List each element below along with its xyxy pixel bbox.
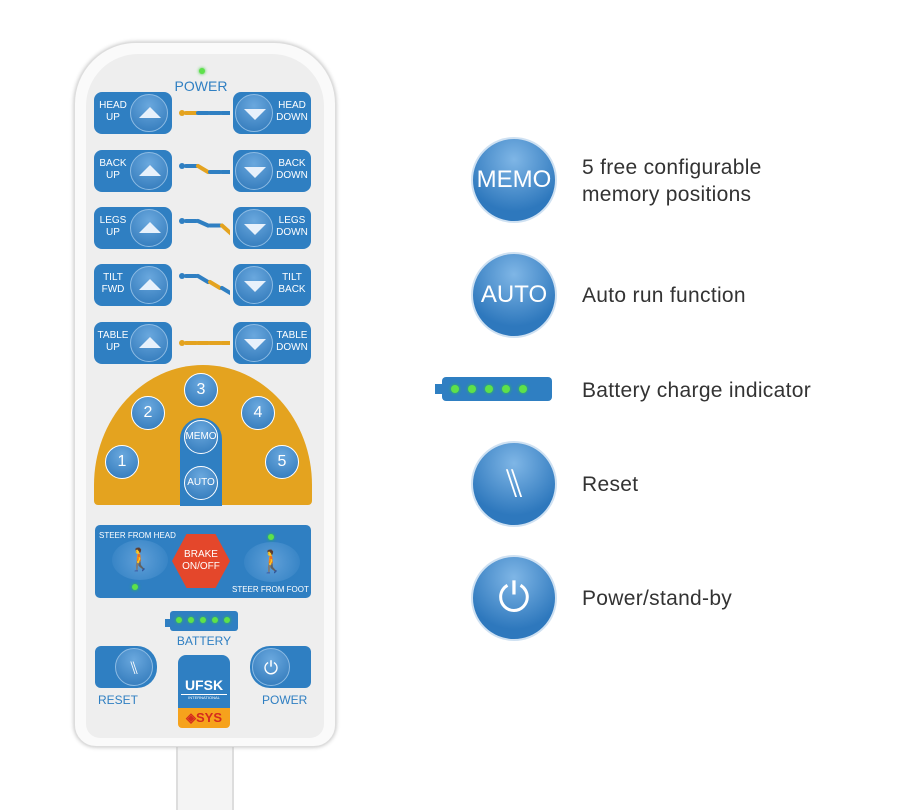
arrow-down-icon [244, 109, 266, 120]
legend-memo-text: 5 free configurable memory positions [582, 154, 762, 208]
power-led [199, 68, 205, 74]
arrow-down-icon [244, 339, 266, 350]
battery-led [188, 617, 194, 623]
legend-reset-icon: ⑊ [471, 441, 557, 527]
logo-sub: INTERNATIONAL [181, 694, 227, 700]
button-label: LEGS [278, 215, 306, 226]
ufsk-logo: UFSK INTERNATIONAL [178, 655, 230, 708]
power-button[interactable]: ⏻ [250, 646, 311, 688]
arrow-down-icon [244, 224, 266, 235]
brake-label: BRAKE [184, 549, 218, 560]
steer-from-foot-button[interactable]: 🚶 [244, 542, 300, 582]
arrow-up-icon [139, 165, 161, 176]
bed-position-icon [179, 163, 230, 174]
reset-button[interactable]: ⑊ [95, 646, 157, 688]
button-label: BACK [278, 158, 306, 169]
bed-position-icon [179, 340, 230, 346]
legend-power-icon: ⏻ [471, 555, 557, 641]
power-label-bottom: POWER [262, 693, 308, 707]
button-label: LEGS [99, 215, 127, 226]
brake-button[interactable]: BRAKE ON/OFF [172, 534, 230, 588]
steer-foot-led [268, 534, 274, 540]
button-label: TILT [282, 272, 302, 283]
arrow-up-icon [139, 279, 161, 290]
reset-seat-icon: ⑊ [115, 648, 153, 686]
button-label: BACK [99, 158, 127, 169]
arrow-up-icon [139, 337, 161, 348]
legend-auto-text: Auto run function [582, 284, 746, 307]
logo-brand: UFSK [184, 677, 224, 693]
arrow-up-icon [139, 107, 161, 118]
steer-from-head-button[interactable]: 🚶 [112, 540, 168, 580]
battery-indicator [170, 611, 238, 631]
logo-sys: SYS [195, 710, 222, 725]
steer-head-label: STEER FROM HEAD [99, 531, 176, 540]
bed-position-icon [179, 110, 230, 116]
walking-person-icon: 🚶 [258, 549, 286, 574]
power-label: POWER [174, 78, 228, 94]
memory-button-1[interactable]: 1 [105, 445, 139, 479]
button-label: BACK [278, 284, 306, 295]
button-label: DOWN [276, 112, 308, 123]
legend-battery-text: Battery charge indicator [582, 379, 811, 402]
button-label: DOWN [276, 227, 308, 238]
arrow-up-icon [139, 222, 161, 233]
memory-button-2[interactable]: 2 [131, 396, 165, 430]
legend-battery-tip [435, 384, 443, 394]
battery-led [212, 617, 218, 623]
button-label: FWD [101, 284, 125, 295]
battery-led [200, 617, 206, 623]
button-label: HEAD [278, 100, 306, 111]
auto-button[interactable]: AUTO [184, 466, 218, 500]
legend-battery-icon [442, 377, 552, 401]
button-label: UP [106, 227, 120, 238]
brake-onoff-label: ON/OFF [182, 561, 220, 572]
battery-led [176, 617, 182, 623]
legend-memo-line1: 5 free configurable [582, 156, 762, 179]
memo-button[interactable]: MEMO [184, 420, 218, 454]
battery-tip [165, 619, 171, 627]
button-label: UP [106, 112, 120, 123]
button-label: TILT [103, 272, 123, 283]
arrow-down-icon [244, 167, 266, 178]
steer-foot-label: STEER FROM FOOT [232, 585, 309, 594]
legend-memo-line2: memory positions [582, 183, 752, 206]
bed-position-icon [179, 218, 230, 236]
legend-auto-icon: AUTO [471, 252, 557, 338]
button-label: UP [106, 342, 120, 353]
reset-label: RESET [98, 693, 139, 707]
arrow-down-icon [244, 281, 266, 292]
legend-memo-icon: MEMO [471, 137, 557, 223]
battery-led [224, 617, 230, 623]
bed-position-icon [179, 273, 230, 296]
battery-label: BATTERY [176, 634, 232, 648]
button-label: DOWN [276, 170, 308, 181]
sys-logo: ◈SYS [178, 708, 230, 728]
power-icon: ⏻ [252, 648, 290, 686]
memory-button-5[interactable]: 5 [265, 445, 299, 479]
memory-button-3[interactable]: 3 [184, 373, 218, 407]
legend-power-text: Power/stand-by [582, 587, 733, 610]
button-label: TABLE [97, 330, 129, 341]
memory-button-4[interactable]: 4 [241, 396, 275, 430]
button-label: HEAD [99, 100, 127, 111]
button-label: TABLE [276, 330, 308, 341]
legend-reset-text: Reset [582, 473, 639, 496]
button-label: UP [106, 170, 120, 181]
steer-head-led [132, 584, 138, 590]
walking-person-icon: 🚶 [126, 547, 154, 572]
button-label: DOWN [276, 342, 308, 353]
